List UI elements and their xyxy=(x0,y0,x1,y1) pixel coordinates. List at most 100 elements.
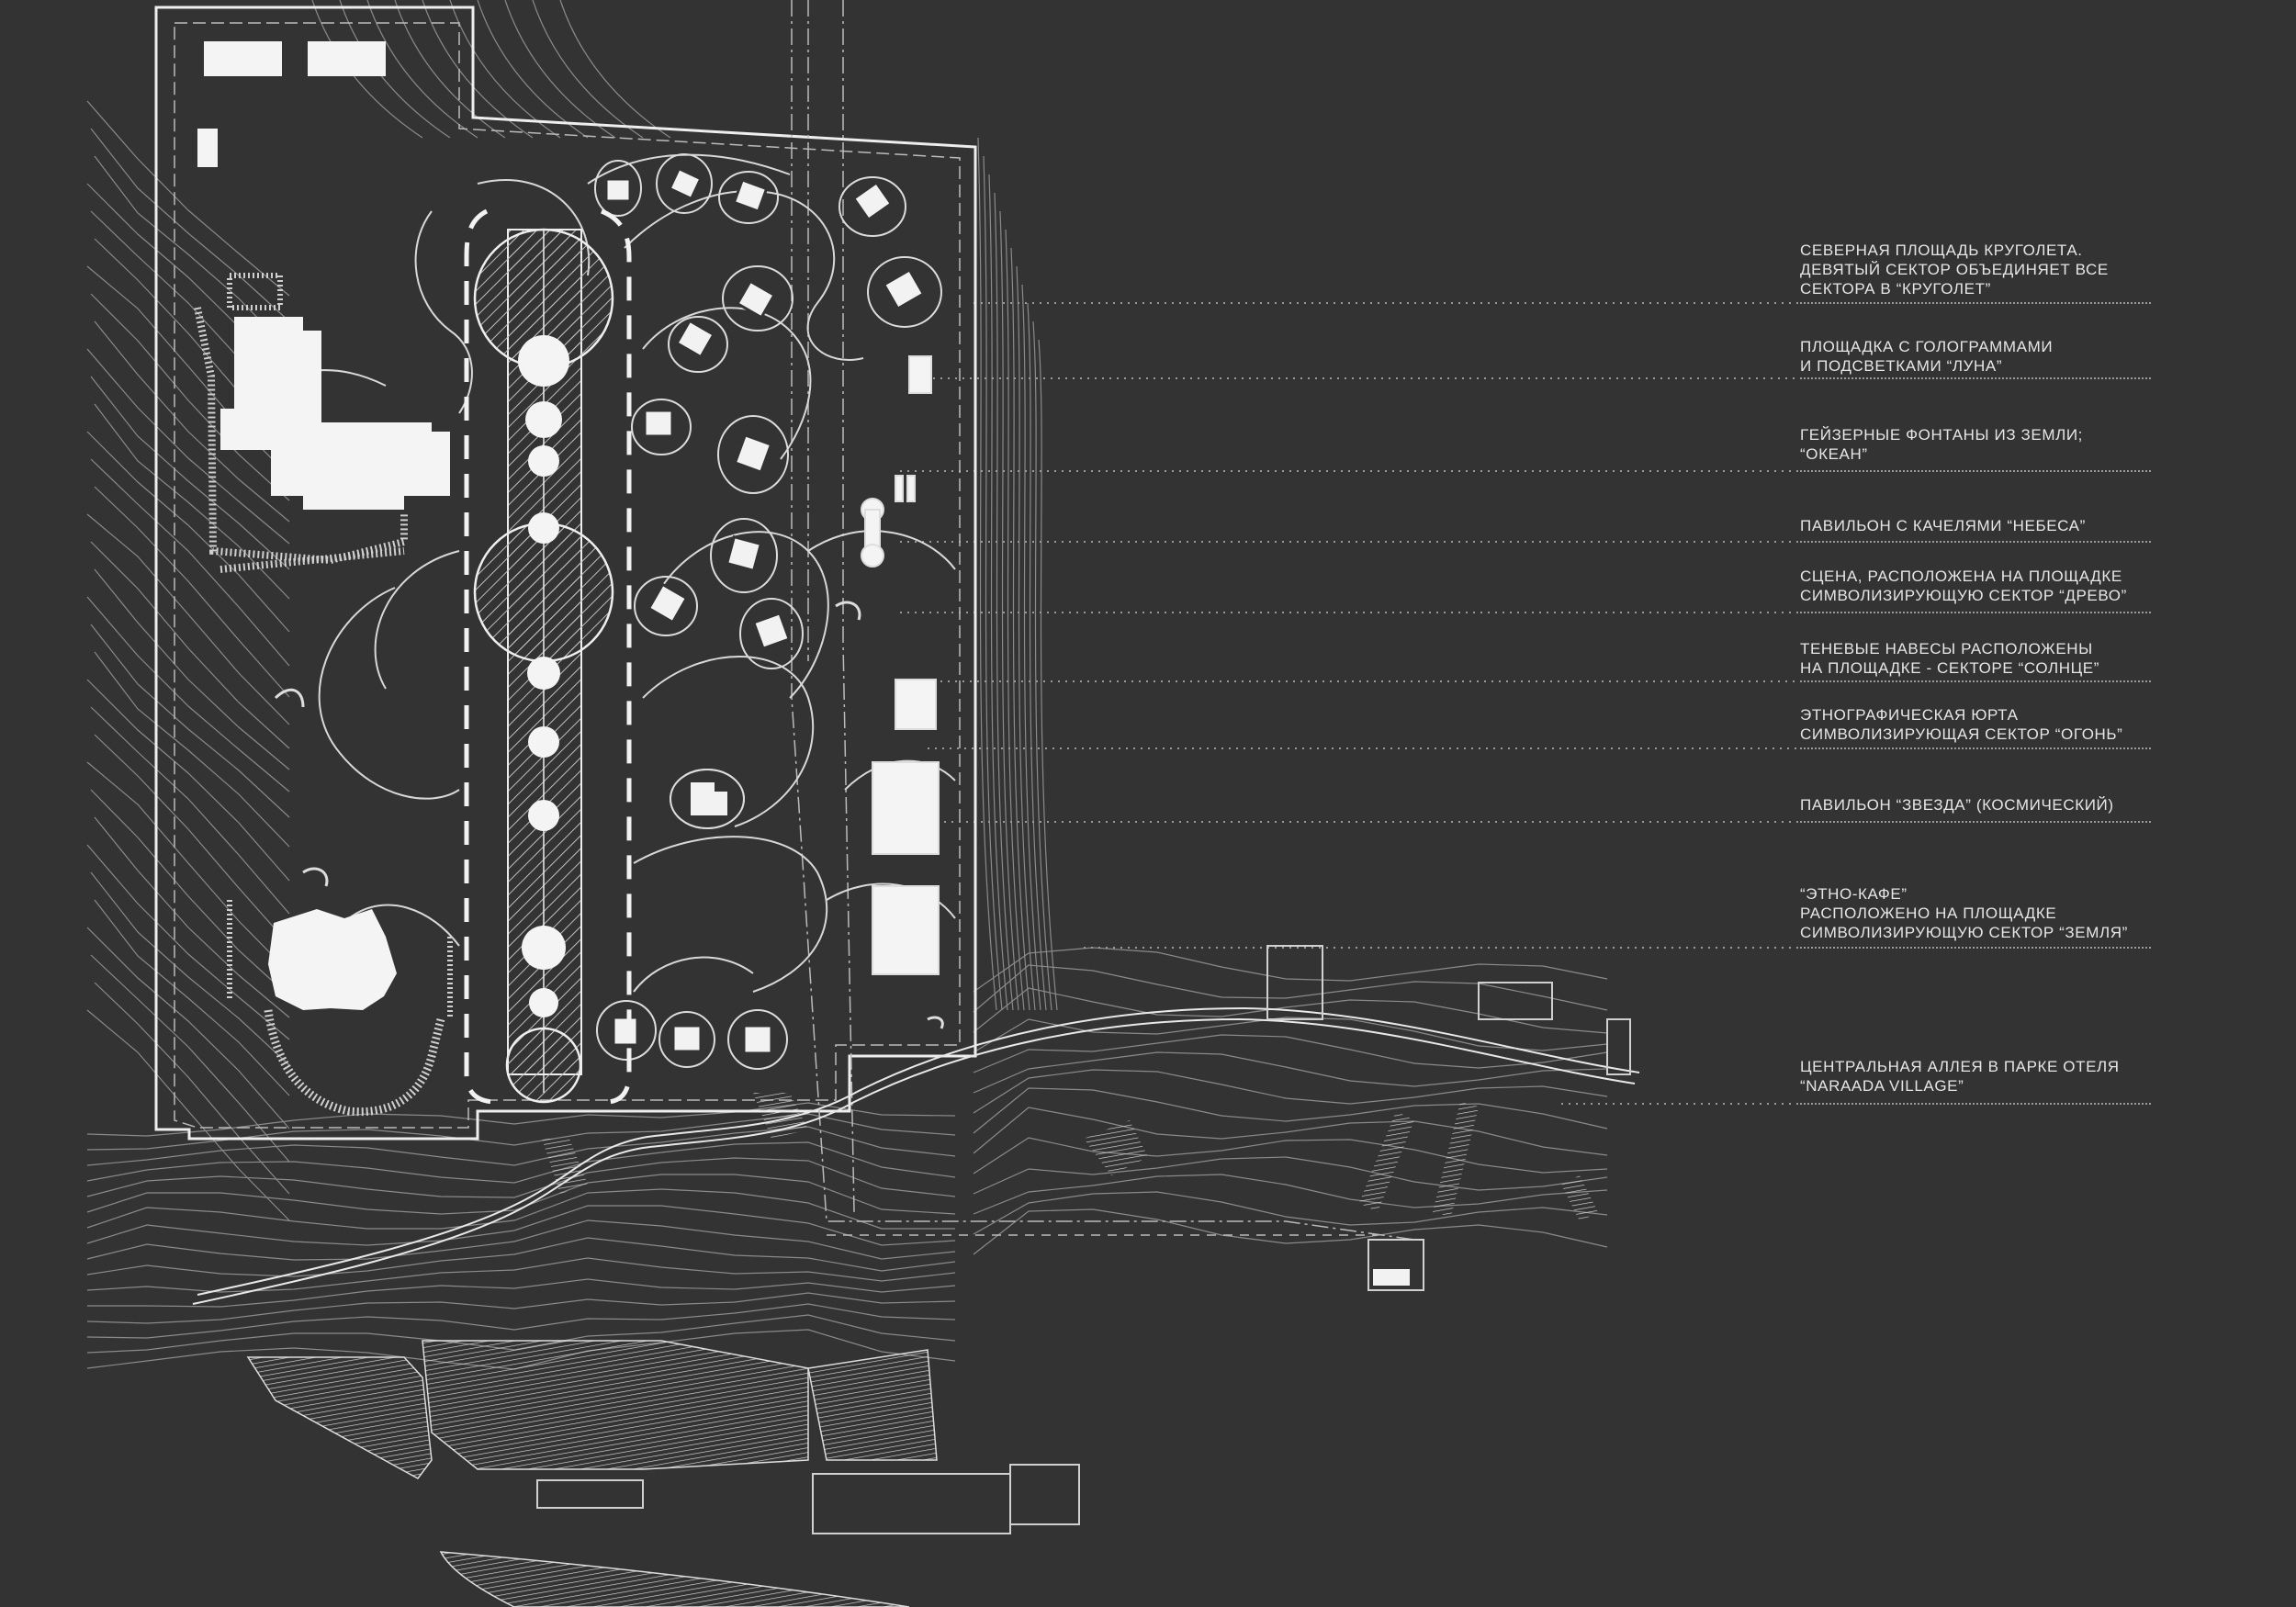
hotel-building xyxy=(194,273,450,573)
annotation-line: СИМВОЛИЗИРУЮЩАЯ СЕКТОР “ОГОНЬ” xyxy=(1800,725,2123,743)
contour-line xyxy=(86,1292,956,1324)
alley-fountain-circles xyxy=(518,335,569,1017)
leader-sun xyxy=(1800,680,2151,682)
annotation-line: И ПОДСВЕТКАМИ “ЛУНА” xyxy=(1800,357,2003,375)
contour-line xyxy=(1010,247,1030,1011)
annotation-line: ТЕНЕВЫЕ НАВЕСЫ РАСПОЛОЖЕНЫ xyxy=(1800,640,2093,657)
leader-fire xyxy=(1800,747,2151,749)
contour-line xyxy=(94,734,290,946)
contour-line xyxy=(86,1219,956,1261)
contour-line xyxy=(973,1191,1608,1235)
contour-line xyxy=(973,1174,1608,1215)
annotation-earth: “ЭТНО-КАФЕ” РАСПОЛОЖЕНО НА ПЛОЩАДКЕ СИМВ… xyxy=(1800,884,2278,942)
contour-line xyxy=(86,1174,956,1215)
annotation-line: ПАВИЛЬОН “ЗВЕЗДА” (КОСМИЧЕСКИЙ) xyxy=(1800,796,2114,814)
contour-line xyxy=(86,1102,956,1137)
annotation-line: НА ПЛОЩАДКЕ - СЕКТОРЕ “СОЛНЦЕ” xyxy=(1800,659,2100,677)
annotation-line: ПЛОЩАДКА С ГОЛОГРАММАМИ xyxy=(1800,338,2054,355)
contour-line xyxy=(86,1009,290,1221)
parking-buildings xyxy=(197,41,386,167)
annotation-alley: ЦЕНТРАЛЬНАЯ АЛЛЕЯ В ПАРКЕ ОТЕЛЯ “NARAADA… xyxy=(1800,1057,2278,1096)
contour-line xyxy=(532,0,644,139)
annotation-ocean: ГЕЙЗЕРНЫЕ ФОНТАНЫ ИЗ ЗЕМЛИ; “ОКЕАН” xyxy=(1800,425,2278,464)
leader-north-square xyxy=(1800,302,2151,304)
neighbour-buildings xyxy=(536,945,1631,1534)
contour-line xyxy=(973,1107,1608,1156)
annotation-line: “ЭТНО-КАФЕ” xyxy=(1800,885,1908,903)
topographic-contours xyxy=(86,0,1608,1370)
small-tree-marks xyxy=(274,601,944,1029)
contour-line xyxy=(1021,284,1041,1011)
annotation-moon: ПЛОЩАДКА С ГОЛОГРАММАМИ И ПОДСВЕТКАМИ “Л… xyxy=(1800,337,2278,376)
contour-line xyxy=(983,155,1003,1011)
contour-line xyxy=(86,679,290,882)
contour-line xyxy=(86,844,290,1040)
annotation-fire: ЭТНОГРАФИЧЕСКАЯ ЮРТА СИМВОЛИЗИРУЮЩАЯ СЕК… xyxy=(1800,705,2278,744)
leader-earth xyxy=(1800,947,2151,949)
contour-line xyxy=(86,1188,955,1230)
utility-lines xyxy=(791,0,1415,1241)
contour-line xyxy=(422,0,534,139)
contour-line xyxy=(90,458,290,667)
contour-line xyxy=(90,954,290,1163)
contour-line xyxy=(977,137,997,1011)
annotation-line: ЦЕНТРАЛЬНАЯ АЛЛЕЯ В ПАРКЕ ОТЕЛЯ xyxy=(1800,1058,2120,1075)
contour-line xyxy=(1027,302,1047,1011)
leader-tree xyxy=(1800,612,2151,613)
annotation-line: СЕВЕРНАЯ ПЛОЩАДЬ КРУГОЛЕТА. xyxy=(1800,242,2083,259)
annotation-line: СЦЕНА, РАСПОЛОЖЕНА НА ПЛОЩАДКЕ xyxy=(1800,568,2122,585)
contour-line xyxy=(994,192,1014,1011)
annotation-line: “ОКЕАН” xyxy=(1800,445,1868,463)
contour-line xyxy=(449,0,561,139)
contour-line xyxy=(90,706,290,915)
annotation-sun: ТЕНЕВЫЕ НАВЕСЫ РАСПОЛОЖЕНЫ НА ПЛОЩАДКЕ -… xyxy=(1800,639,2278,678)
contour-line xyxy=(86,348,290,545)
site-boundary xyxy=(154,6,977,1141)
annotation-line: СИМВОЛИЗИРУЮЩУЮ СЕКТОР “ДРЕВО” xyxy=(1800,587,2127,604)
contour-line xyxy=(94,403,290,600)
contour-line xyxy=(86,100,290,297)
contour-line xyxy=(1032,320,1052,1011)
contour-line xyxy=(86,513,290,725)
access-road xyxy=(192,1006,1640,1305)
contour-line xyxy=(86,927,290,1129)
contour-line xyxy=(973,1069,1608,1114)
annotation-star: ПАВИЛЬОН “ЗВЕЗДА” (КОСМИЧЕСКИЙ) xyxy=(1800,795,2278,815)
contour-line xyxy=(94,816,290,1018)
leader-moon xyxy=(1800,377,2151,379)
contour-line xyxy=(1038,339,1058,1011)
swing-pavilion xyxy=(861,475,916,568)
contour-line xyxy=(973,1087,1608,1134)
contour-line xyxy=(973,1156,1608,1195)
pavilion-squares xyxy=(604,166,926,1055)
contour-line xyxy=(90,624,290,818)
contour-line xyxy=(559,0,671,139)
contour-line xyxy=(86,1157,956,1198)
contour-line xyxy=(94,320,290,523)
contour-line xyxy=(1016,265,1036,1011)
contour-line xyxy=(90,789,290,997)
contour-line xyxy=(94,486,290,698)
contour-line xyxy=(973,1017,1608,1053)
contour-line xyxy=(973,1208,1608,1255)
leader-heavens xyxy=(1800,541,2151,543)
contour-line xyxy=(394,0,506,139)
contour-line xyxy=(94,651,290,848)
contour-line xyxy=(90,376,290,570)
contour-line xyxy=(90,871,290,1066)
annotation-line: “NARAADA VILLAGE” xyxy=(1800,1077,1964,1095)
contour-line xyxy=(973,964,1608,1013)
annotation-line: ДЕВЯТЫЙ СЕКТОР ОБЪЕДИНЯЕТ ВСЕ xyxy=(1800,261,2109,278)
contour-line xyxy=(94,899,290,1096)
contour-line xyxy=(94,982,290,1195)
contour-line xyxy=(86,761,290,973)
leader-star xyxy=(1800,821,2151,823)
leader-alley xyxy=(1800,1103,2151,1105)
contour-line xyxy=(94,155,290,352)
annotation-north-square: СЕВЕРНАЯ ПЛОЩАДЬ КРУГОЛЕТА. ДЕВЯТЫЙ СЕКТ… xyxy=(1800,241,2278,298)
gate-building xyxy=(1373,1269,1410,1286)
yurt xyxy=(670,769,745,829)
contour-line xyxy=(90,293,290,501)
annotation-heavens: ПАВИЛЬОН С КАЧЕЛЯМИ “НЕБЕСА” xyxy=(1800,516,2278,535)
contour-line xyxy=(86,1303,956,1339)
